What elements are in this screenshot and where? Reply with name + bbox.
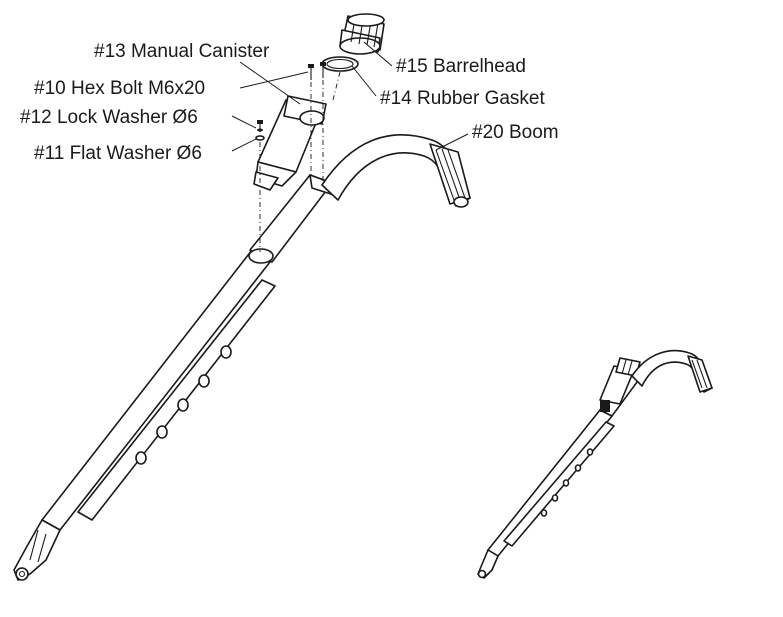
boom-assembled-view xyxy=(477,349,713,579)
callout-rubber-gasket: #14 Rubber Gasket xyxy=(380,88,545,109)
boom-main-view xyxy=(13,13,471,581)
lock-washer xyxy=(257,128,263,132)
callout-hex-bolt: #10 Hex Bolt M6x20 xyxy=(34,78,205,99)
boom-tube xyxy=(41,249,271,531)
barrelhead xyxy=(339,13,385,55)
boom-side-plate xyxy=(77,279,276,521)
assembled-boom-holes xyxy=(540,448,594,517)
boom-end-fitting xyxy=(429,143,471,208)
assembly-lines xyxy=(259,71,341,252)
boom-socket-opening xyxy=(248,248,274,264)
callout-manual-canister: #13 Manual Canister xyxy=(94,41,270,62)
fork-pivot-hole xyxy=(15,567,29,581)
boom-adjustment-holes xyxy=(135,345,232,465)
callout-lock-washer: #12 Lock Washer Ø6 xyxy=(20,107,198,128)
leader-lines xyxy=(231,41,469,152)
callout-boom: #20 Boom xyxy=(472,122,559,143)
callout-barrelhead: #15 Barrelhead xyxy=(396,56,526,77)
assembled-boom-tube xyxy=(487,409,613,557)
callout-flat-washer: #11 Flat Washer Ø6 xyxy=(34,143,202,164)
flat-washer xyxy=(255,135,265,141)
